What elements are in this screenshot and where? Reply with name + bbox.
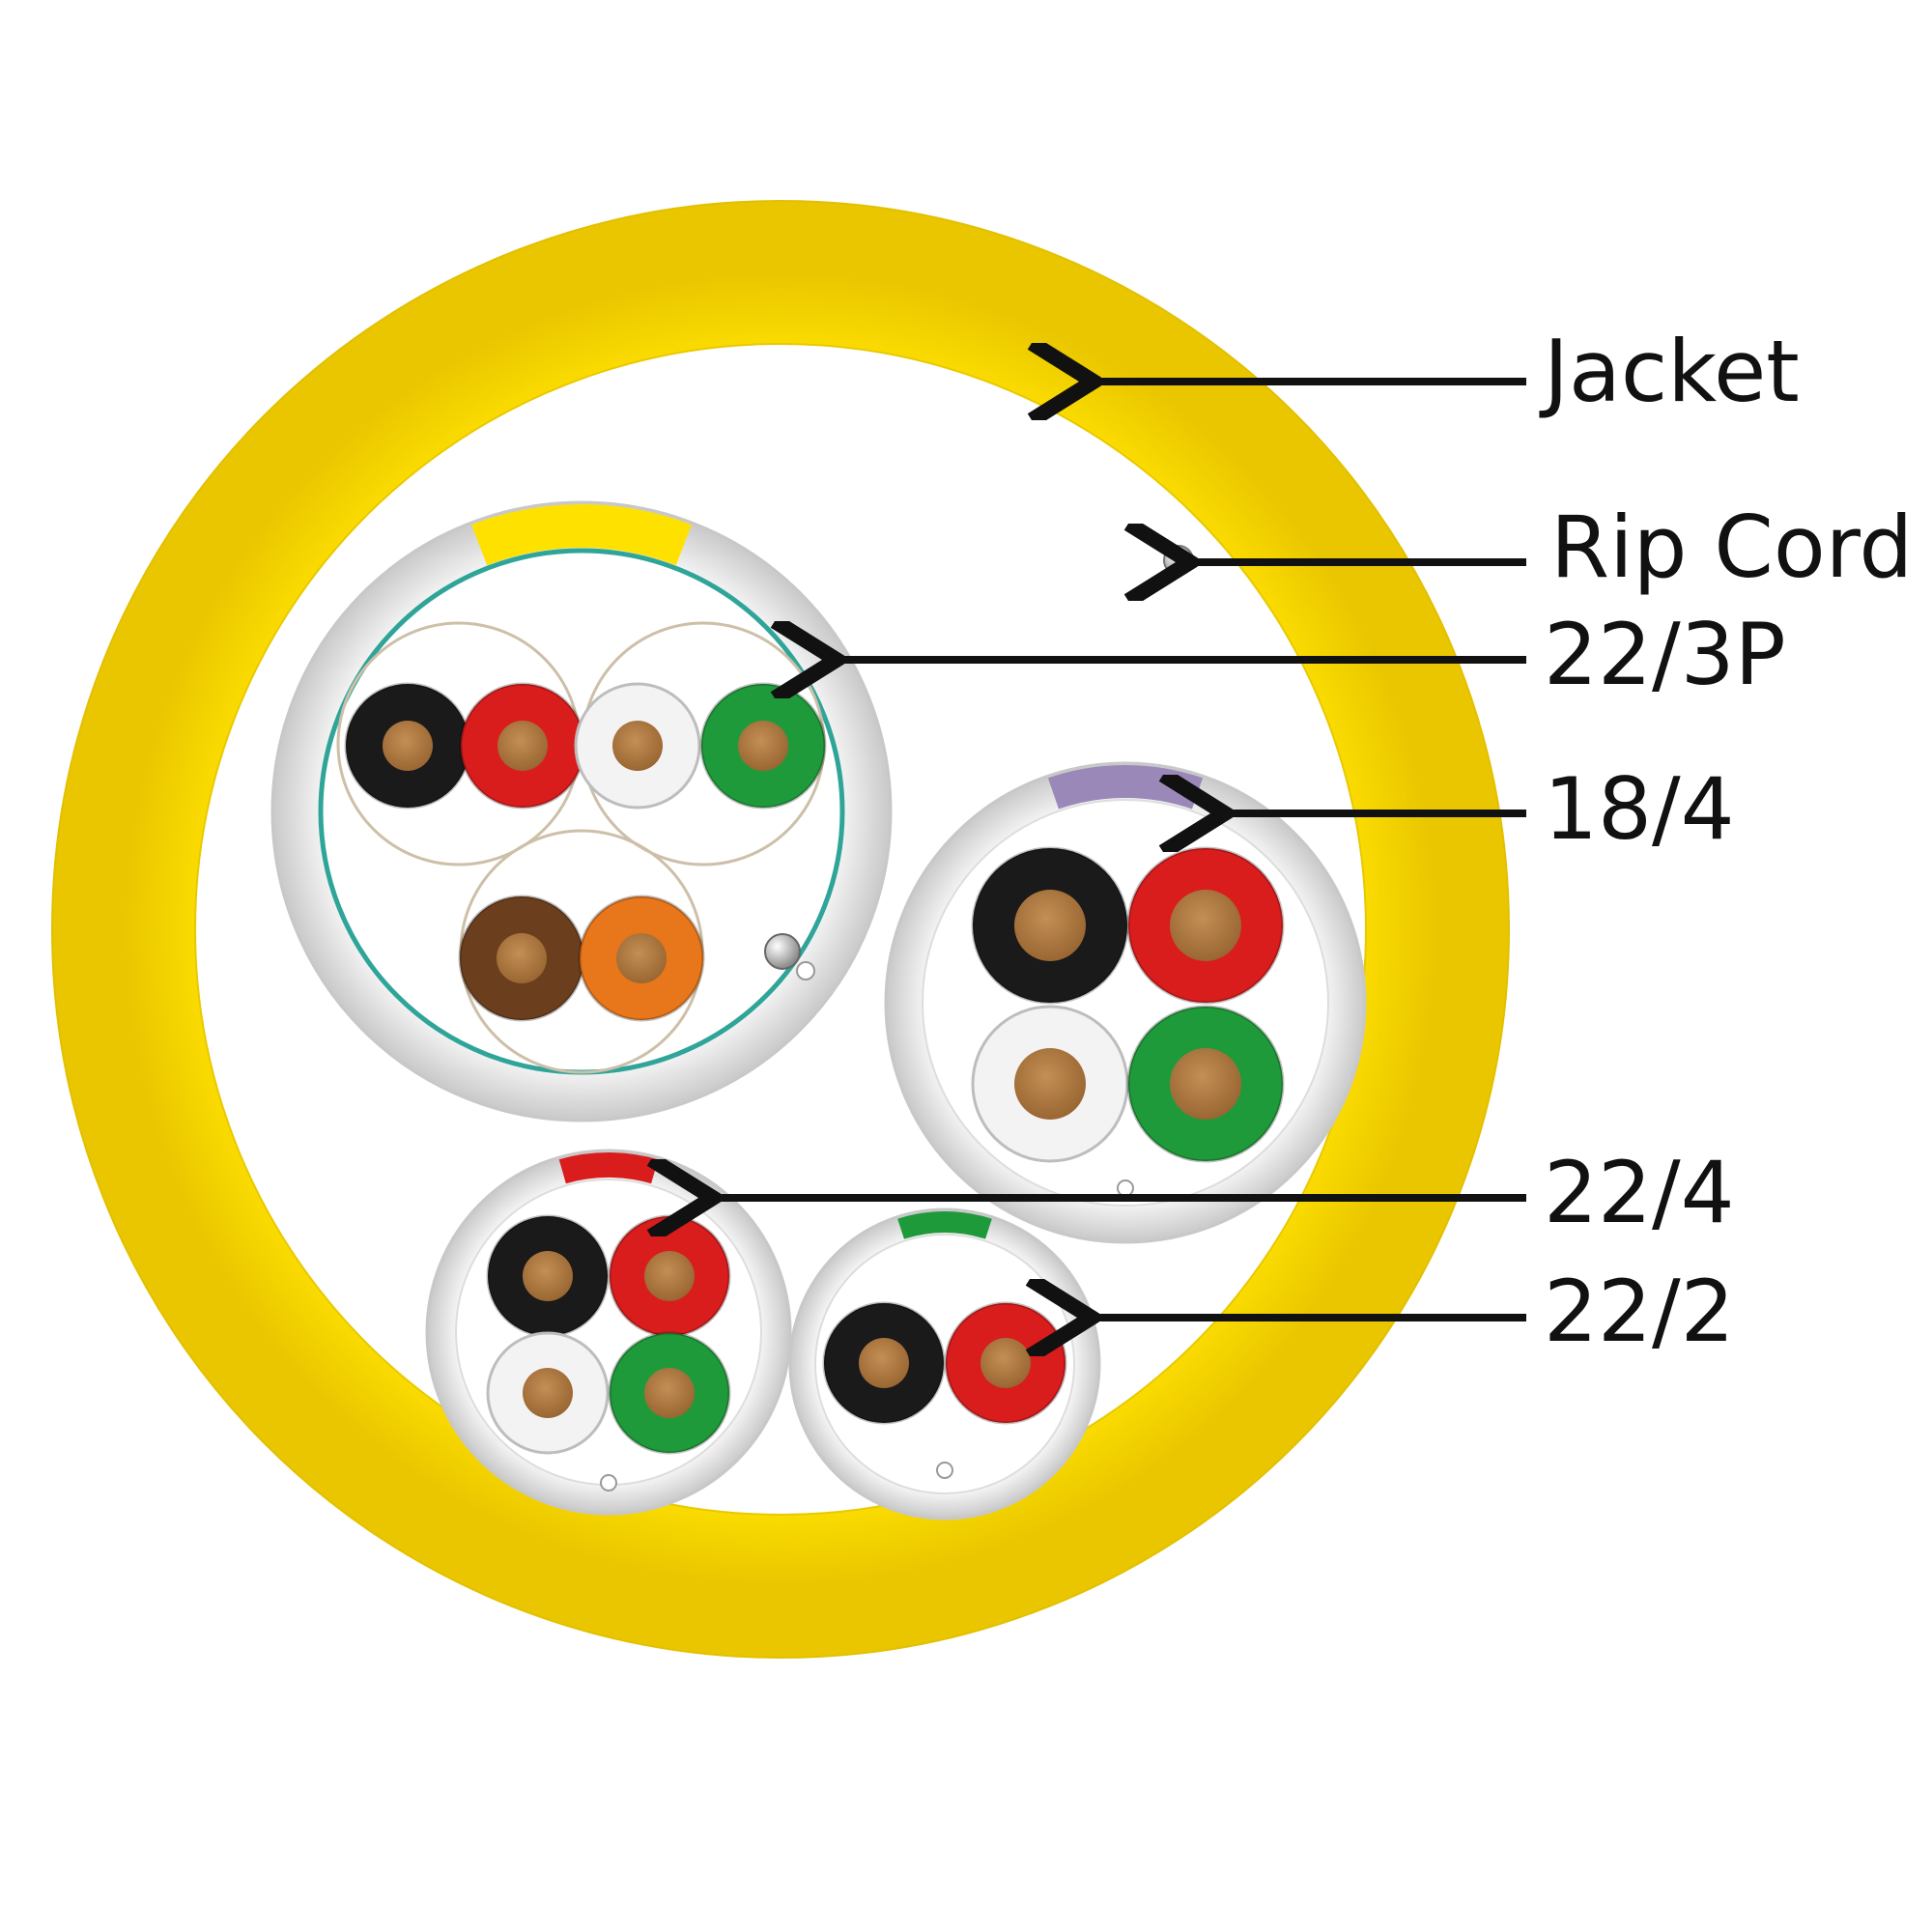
cable-22-2-label: 22/2 xyxy=(1544,1262,1735,1361)
cable-18-4-conductors xyxy=(971,846,1285,1163)
cable-22-3p-conductor-black xyxy=(344,682,471,810)
cable-22-3p xyxy=(270,500,893,1122)
rip-cord-label: Rip Cord xyxy=(1550,497,1913,597)
cable-22-2-stripe xyxy=(897,1210,992,1239)
cable-22-3p-conductor-red xyxy=(459,682,586,810)
copper-core xyxy=(523,1368,573,1418)
cable-22-2-conductor-red xyxy=(944,1301,1067,1425)
cable-22-3p-core xyxy=(319,549,844,1074)
copper-core xyxy=(612,721,663,771)
cable-22-4-conductors xyxy=(486,1214,731,1455)
cable-18-4-label: 18/4 xyxy=(1544,759,1735,859)
jacket-inner-edge xyxy=(194,343,1367,1516)
cable-22-3p-label: 22/3P xyxy=(1544,605,1786,704)
cable-22-3p-conductor-green xyxy=(699,682,827,810)
cable-22-4-label: 22/4 xyxy=(1544,1143,1735,1242)
copper-core xyxy=(523,1251,573,1301)
cable-22-3p-conductor-orange xyxy=(578,895,705,1022)
cable-22-4-core xyxy=(455,1179,762,1486)
cable-18-4-conductor-green xyxy=(1126,1005,1285,1163)
copper-core xyxy=(1014,1048,1086,1120)
cable-22-4-conductor-black xyxy=(486,1214,610,1338)
copper-core xyxy=(616,933,667,983)
cable-22-3p-conductor-brown xyxy=(458,895,585,1022)
copper-core xyxy=(383,721,433,771)
copper-core xyxy=(738,721,788,771)
rip-cord xyxy=(1163,545,1194,576)
copper-core xyxy=(1014,890,1086,961)
copper-core xyxy=(497,933,547,983)
drain-wire-small xyxy=(796,961,815,980)
cable-22-3p-conductors xyxy=(344,682,827,1022)
jacket-outer-edge xyxy=(51,200,1510,1659)
cable-18-4-filler xyxy=(1117,1179,1134,1197)
cable-22-3p-stripe xyxy=(471,504,692,566)
copper-core xyxy=(1170,890,1241,961)
cable-22-2-filler xyxy=(936,1462,953,1479)
cable-22-4-stripe xyxy=(558,1152,659,1184)
callout-labels: Jacket Rip Cord 22/3P 18/4 22/4 22/2 xyxy=(1539,322,1913,1361)
jacket-ring xyxy=(52,201,1509,1658)
copper-core xyxy=(1170,1048,1241,1120)
copper-core xyxy=(497,721,548,771)
cable-18-4-conductor-white xyxy=(971,1005,1129,1163)
cable-18-4 xyxy=(884,761,1367,1244)
outer-jacket xyxy=(51,200,1510,1659)
cable-18-4-conductor-black xyxy=(971,846,1129,1005)
cable-22-2 xyxy=(788,1208,1101,1520)
copper-core xyxy=(644,1368,695,1418)
cable-22-4-conductor-green xyxy=(608,1331,731,1455)
cable-22-3p-conductor-white xyxy=(574,682,701,810)
copper-core xyxy=(644,1251,695,1301)
cable-22-4-filler xyxy=(600,1474,617,1492)
cable-18-4-conductor-red xyxy=(1126,846,1285,1005)
cable-22-2-conductor-black xyxy=(822,1301,946,1425)
drain-wire xyxy=(764,933,801,970)
cable-18-4-core xyxy=(922,799,1329,1207)
cable-22-4-conductor-red xyxy=(608,1214,731,1338)
copper-core xyxy=(980,1338,1031,1388)
cable-22-4 xyxy=(425,1149,792,1516)
cable-22-2-core xyxy=(814,1234,1075,1494)
jacket-label: Jacket xyxy=(1539,322,1800,421)
callouts xyxy=(713,382,1526,1318)
copper-core xyxy=(859,1338,909,1388)
cable-22-4-conductor-white xyxy=(486,1331,610,1455)
